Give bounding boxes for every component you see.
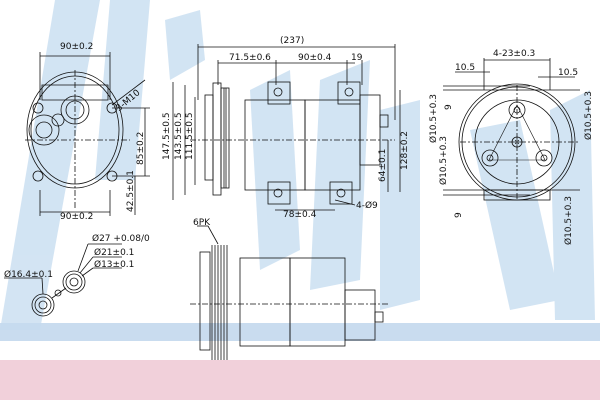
height-85-label: 85±0.2 — [136, 131, 146, 165]
rear-d-mid-left-label: Ø10.5+0.3 — [439, 136, 449, 185]
holes-label: 4-Ø9 — [356, 201, 378, 211]
height-111-label: 111.5±0.5 — [185, 112, 195, 160]
height-128-label: 128±0.2 — [400, 130, 410, 170]
port-d27-label: Ø27 +0.08/0 — [92, 234, 150, 244]
height-64-label: 64±0.1 — [378, 148, 388, 182]
length-90-label: 90±0.4 — [298, 53, 332, 63]
height-42-label: 42.5±0.1 — [126, 170, 136, 212]
rear-left-offset-label: 10.5 — [455, 63, 476, 73]
rear-d-right-label: Ø10.5+0.3 — [584, 91, 594, 140]
height-147-label: 147.5±0.5 — [162, 112, 172, 160]
rear-h-top-label: 9 — [444, 104, 454, 110]
rear-d-top-left-label: Ø10.5+0.3 — [429, 94, 439, 143]
height-143-label: 143.5±0.5 — [174, 112, 184, 160]
port-d21-label: Ø21±0.1 — [94, 248, 135, 258]
port-d13-label: Ø13±0.1 — [94, 260, 135, 270]
length-71-label: 71.5±0.6 — [229, 53, 271, 63]
belt-view — [190, 225, 390, 360]
front-top-width-label: 90±0.2 — [60, 42, 94, 52]
rear-right-offset-label: 10.5 — [558, 68, 579, 78]
overall-length-label: (237) — [280, 36, 305, 46]
blue-footer-band — [0, 323, 600, 341]
rear-d-bottom-right-label: Ø10.5+0.3 — [564, 196, 574, 245]
front-view — [25, 52, 150, 216]
rear-top-label: 4-23±0.3 — [493, 49, 536, 59]
port-d16-label: Ø16.4±0.1 — [4, 270, 53, 280]
front-bottom-width-label: 90±0.2 — [60, 212, 94, 222]
port-detail — [4, 243, 122, 317]
rear-h-bottom-label: 9 — [454, 212, 464, 218]
side-view — [172, 44, 401, 211]
rear-view — [443, 58, 580, 201]
belt-type-label: 6PK — [193, 218, 211, 228]
bottom-78-label: 78±0.4 — [283, 210, 317, 220]
length-19-label: 19 — [351, 53, 363, 63]
pink-footer-band — [0, 360, 600, 400]
